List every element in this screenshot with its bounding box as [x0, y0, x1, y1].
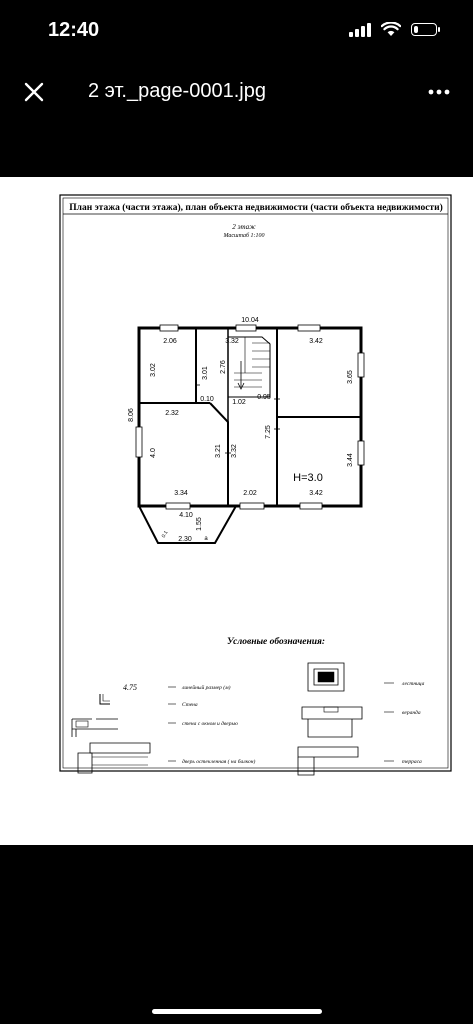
dim-r3-side: 3.65: [347, 370, 354, 384]
dim-r3-top: 3.42: [309, 338, 323, 345]
dim-r1-top: 2.06: [163, 338, 177, 345]
dim-r4-side: 3.44: [347, 453, 354, 467]
status-bar: 12:40: [0, 0, 473, 60]
close-button[interactable]: [20, 78, 48, 106]
dim-r2-side: 4.0: [150, 448, 157, 458]
dim-r2-top: 2.32: [165, 410, 179, 417]
battery-level: [414, 26, 418, 33]
legend-item-stairs: лестница: [401, 681, 425, 687]
legend-item-glazed-door: дверь остекленная ( на балкон): [182, 758, 255, 765]
dim-bay-bottom: 2.30: [178, 536, 192, 543]
floor-plan-document: План этажа (части этажа), план объекта н…: [59, 194, 452, 776]
scale-label: Масштаб 1:100: [222, 232, 264, 239]
dim-bay-top: 4.10: [179, 512, 193, 519]
floor-label: 2 этаж: [232, 223, 256, 231]
dim-bay-small: 0.1: [161, 530, 170, 539]
file-title: 2 эт._page-0001.jpg: [88, 80, 266, 102]
status-time: 12:40: [48, 19, 100, 41]
legend-item-wall: Стена: [182, 702, 198, 708]
legend-item-veranda: веранда: [402, 709, 421, 716]
dim-hall-bottom: 2.02: [243, 490, 257, 497]
floor-plan: [135, 324, 365, 544]
legend-title: Условные обозначения:: [227, 636, 325, 647]
dim-bay-a: а: [204, 536, 208, 542]
dim-stair-top: 3.32: [225, 338, 239, 345]
legend-item-wall-window-door: стена с окном и дверью: [182, 720, 238, 727]
battery-icon: [411, 23, 440, 36]
more-horizontal-icon: [428, 89, 450, 95]
more-options-button[interactable]: [427, 80, 451, 104]
document-page[interactable]: План этажа (части этажа), план объекта н…: [0, 177, 473, 845]
cellular-signal-icon: [349, 22, 371, 37]
dim-overall-height: 8.06: [128, 408, 135, 422]
dim-r1-right: 3.01: [202, 366, 209, 380]
app-bar: 2 эт._page-0001.jpg: [0, 60, 473, 120]
ceiling-height: H=3.0: [293, 472, 323, 484]
dim-hall-side: 3.32: [231, 444, 238, 458]
legend-example-value: 4.75: [123, 683, 137, 692]
close-icon: [24, 82, 44, 102]
dim-overall-width: 10.04: [241, 317, 259, 324]
dim-stair-small2: 0.95: [257, 394, 271, 401]
wifi-icon: [381, 22, 401, 36]
dim-r1-side: 3.02: [150, 363, 157, 377]
status-icons: [349, 22, 440, 37]
dim-r2-right: 3.21: [215, 444, 222, 458]
document-title: План этажа (части этажа), план объекта н…: [69, 202, 442, 213]
dim-stair-side: 2.76: [220, 360, 227, 374]
legend-item-linear-size: линейный размер (м): [181, 684, 231, 691]
dim-r4-bottom: 3.42: [309, 490, 323, 497]
legend-symbols: [71, 662, 394, 776]
dim-corr-width: 0.10: [200, 396, 214, 403]
dim-corridor-length: 7.25: [265, 425, 272, 439]
legend-item-terrace: терраса: [402, 759, 422, 765]
home-indicator[interactable]: [152, 1009, 322, 1014]
dim-bay-side: 1.55: [196, 517, 203, 531]
dim-stair-small1: 1.02: [232, 399, 246, 406]
dim-r2-bottom: 3.34: [174, 490, 188, 497]
